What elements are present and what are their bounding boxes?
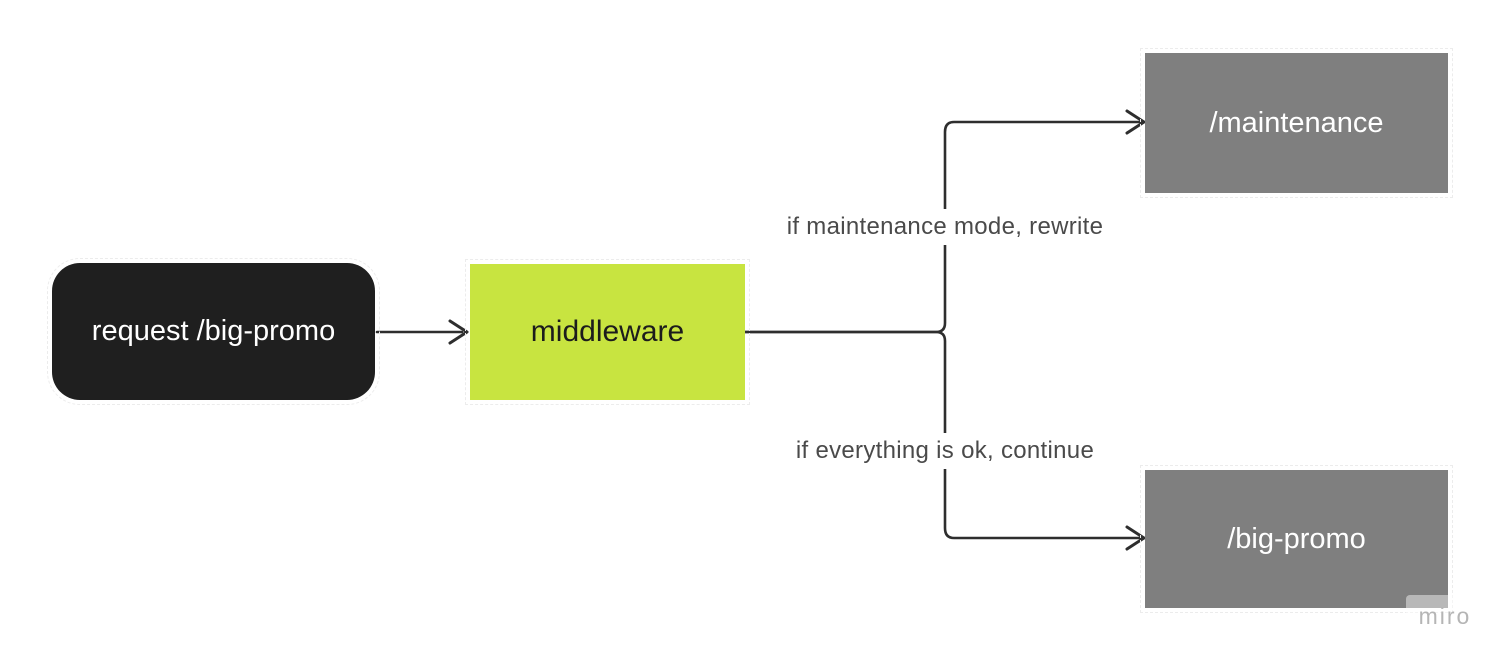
arrowhead-icon [448,319,469,345]
connector-request-middleware[interactable] [375,319,469,345]
arrowhead-icon [1125,525,1146,551]
miro-watermark-label: miro [1418,602,1472,629]
edge-label-everything-ok[interactable]: if everything is ok, continue [789,433,1101,469]
node-big-promo[interactable]: /big-promo [1140,465,1453,613]
arrowhead-icon [1125,109,1146,135]
node-middleware-label: middleware [530,315,685,348]
edge-label-maintenance-mode[interactable]: if maintenance mode, rewrite [780,209,1110,245]
node-middleware[interactable]: middleware [465,259,750,405]
node-maintenance[interactable]: /maintenance [1140,48,1453,198]
node-maintenance-label: /maintenance [1209,106,1384,139]
miro-watermark: miro [1406,595,1484,637]
node-request-label: request /big-promo [91,315,336,347]
node-request[interactable]: request /big-promo [47,258,380,405]
node-big-promo-label: /big-promo [1227,522,1366,555]
